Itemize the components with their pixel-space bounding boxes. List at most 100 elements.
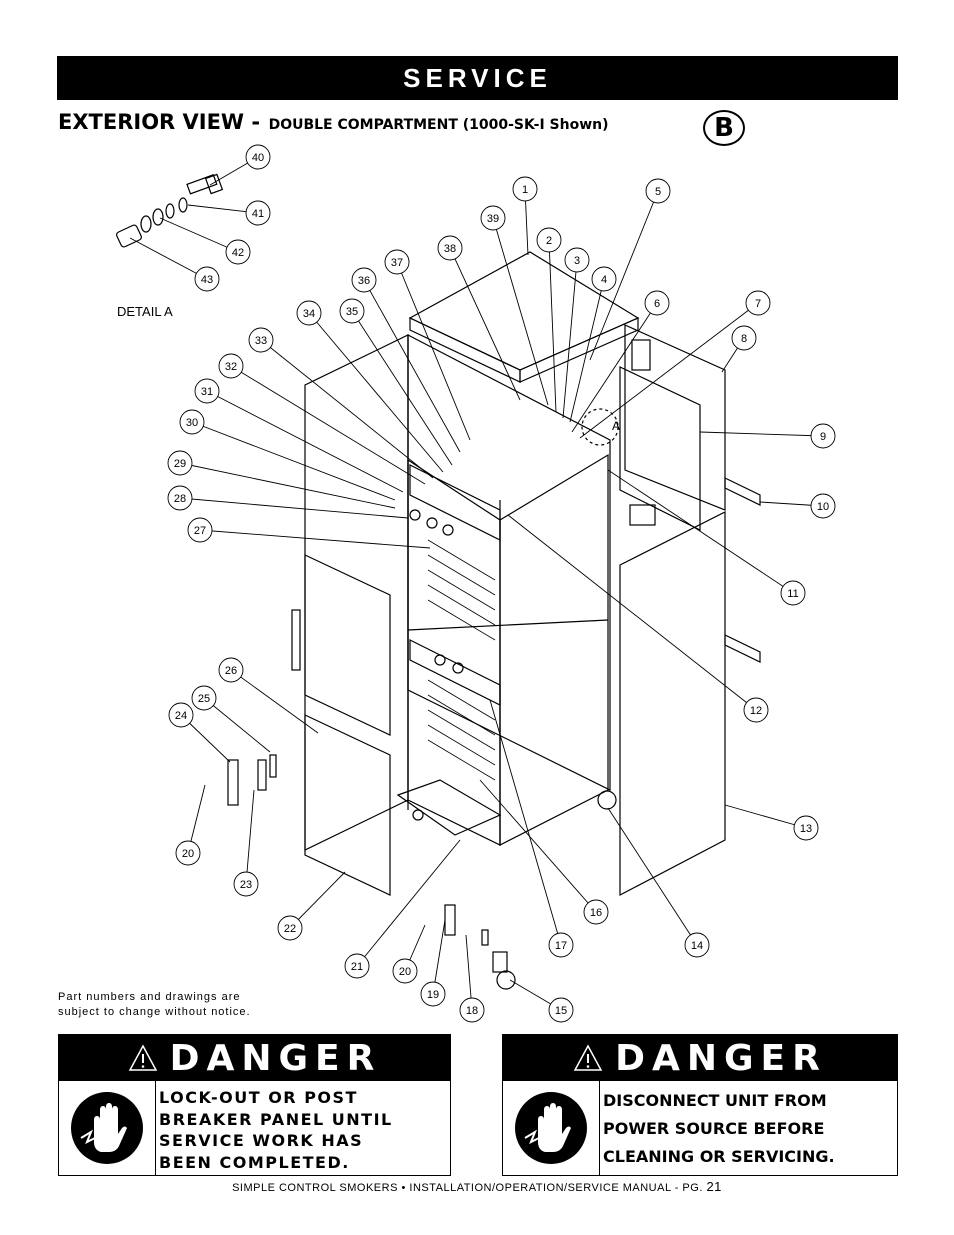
- leader-line-c5: [589, 190, 659, 361]
- callout-c15: 15: [548, 997, 574, 1023]
- callout-c28: 28: [167, 485, 193, 511]
- callout-label: 17: [555, 940, 567, 952]
- danger-right-line-1: DISCONNECT UNIT FROM: [603, 1091, 827, 1110]
- callout-circle: [194, 266, 220, 292]
- callout-c38: 38: [437, 235, 463, 261]
- danger-left-line-1: LOCK-OUT OR POST: [159, 1088, 358, 1107]
- callout-c14: 14: [684, 932, 710, 958]
- callout-c7: 7: [745, 290, 771, 316]
- lower-door: [304, 714, 391, 896]
- callout-label: 38: [444, 243, 456, 255]
- footer-text: SIMPLE CONTROL SMOKERS • INSTALLATION/OP…: [232, 1182, 703, 1194]
- callout-c36: 36: [351, 267, 377, 293]
- callout-label: 25: [198, 693, 210, 705]
- callout-label: 26: [225, 665, 237, 677]
- callout-label: 9: [820, 431, 826, 443]
- callout-circle: [167, 485, 193, 511]
- callout-label: 37: [391, 257, 403, 269]
- callout-label: 1: [522, 184, 528, 196]
- callout-label: 20: [182, 848, 194, 860]
- callout-label: 13: [800, 823, 812, 835]
- leader-line-c28: [179, 497, 409, 519]
- leader-line-c26: [230, 669, 319, 734]
- door-hardware: [227, 754, 489, 946]
- leader-line-c43: [129, 237, 208, 280]
- notice-line-2: subject to change without notice.: [58, 1006, 251, 1018]
- leader-line-c21: [356, 839, 461, 967]
- leader-line-c7: [579, 302, 759, 439]
- callout-label: 20: [399, 966, 411, 978]
- callout-label: 6: [654, 298, 660, 310]
- callout-label: 42: [232, 247, 244, 259]
- callout-circle: [351, 267, 377, 293]
- callout-label: 19: [427, 989, 439, 1001]
- rack-slides: [724, 477, 761, 663]
- callout-circle: [233, 871, 259, 897]
- callout-circle: [296, 300, 322, 326]
- callout-label: 14: [691, 940, 703, 952]
- callout-circle: [344, 953, 370, 979]
- warning-triangle-icon: [128, 1044, 157, 1071]
- danger-left-line-3: SERVICE WORK HAS: [159, 1131, 364, 1150]
- leader-line-c25: [203, 697, 271, 753]
- danger-left-line-2: BREAKER PANEL UNTIL: [159, 1109, 393, 1129]
- callout-label: 16: [590, 907, 602, 919]
- callout-label: 41: [252, 208, 264, 220]
- callout-circle: [179, 409, 205, 435]
- leader-line-c14: [607, 807, 698, 946]
- leader-line-c12: [507, 514, 757, 711]
- callout-label: 11: [787, 588, 798, 600]
- danger-message-left: LOCK-OUT OR POST BREAKER PANEL UNTIL SER…: [156, 1081, 393, 1175]
- detail-a-circle: [581, 408, 619, 446]
- heading-sub: DOUBLE COMPARTMENT (1000-SK-I Shown): [268, 117, 609, 133]
- heading-main: EXTERIOR VIEW -: [58, 110, 261, 134]
- danger-header-left: DANGER: [59, 1035, 450, 1081]
- leader-line-c3: [562, 259, 578, 419]
- callout-c43: 43: [194, 266, 220, 292]
- leader-line-c27: [199, 529, 431, 549]
- callout-label: 29: [174, 458, 186, 470]
- callout-c34: 34: [296, 300, 322, 326]
- callout-c29: 29: [167, 450, 193, 476]
- callout-circle: [191, 685, 217, 711]
- callout-circle: [339, 298, 365, 324]
- side-panels: [619, 324, 726, 896]
- callout-circle: [420, 981, 446, 1007]
- callout-c21: 21: [344, 953, 370, 979]
- callout-circle: [437, 235, 463, 261]
- callout-c13: 13: [793, 815, 819, 841]
- callout-c19: 19: [420, 981, 446, 1007]
- callout-circle: [512, 176, 538, 202]
- callout-circle: [583, 899, 609, 925]
- callout-circle: [218, 353, 244, 379]
- callout-circle: [245, 144, 271, 170]
- leader-line-c32: [230, 365, 426, 485]
- callout-circle: [743, 697, 769, 723]
- page-number: 21: [706, 1179, 722, 1194]
- callout-circle: [780, 580, 806, 606]
- leader-line-c33: [260, 339, 434, 479]
- callout-circle: [194, 378, 220, 404]
- danger-box-left: DANGER LOCK-OUT OR POST BREAKER PANEL UN…: [58, 1034, 451, 1176]
- leader-line-c17: [489, 699, 562, 946]
- callout-label: 34: [303, 308, 315, 320]
- top-lid: [408, 251, 640, 383]
- leader-line-c36: [363, 279, 461, 453]
- callout-c5: 5: [645, 178, 671, 204]
- detail-a-hardware: [116, 173, 224, 248]
- callout-label: 36: [358, 275, 370, 287]
- leader-line-c4: [569, 278, 605, 423]
- callout-circle: [167, 450, 193, 476]
- danger-header-right: DANGER: [503, 1035, 897, 1081]
- callout-label: 24: [175, 710, 187, 722]
- callout-circle: [459, 997, 485, 1023]
- callout-label: 43: [201, 274, 213, 286]
- callout-c33: 33: [248, 327, 274, 353]
- callout-label: 27: [194, 525, 206, 537]
- callout-c41: 41: [245, 200, 271, 226]
- callout-label: 15: [555, 1005, 567, 1017]
- callout-circle: [564, 247, 590, 273]
- drip-tray: [396, 779, 502, 836]
- callout-circle: [480, 205, 506, 231]
- detail-a-label: DETAIL A: [117, 304, 173, 319]
